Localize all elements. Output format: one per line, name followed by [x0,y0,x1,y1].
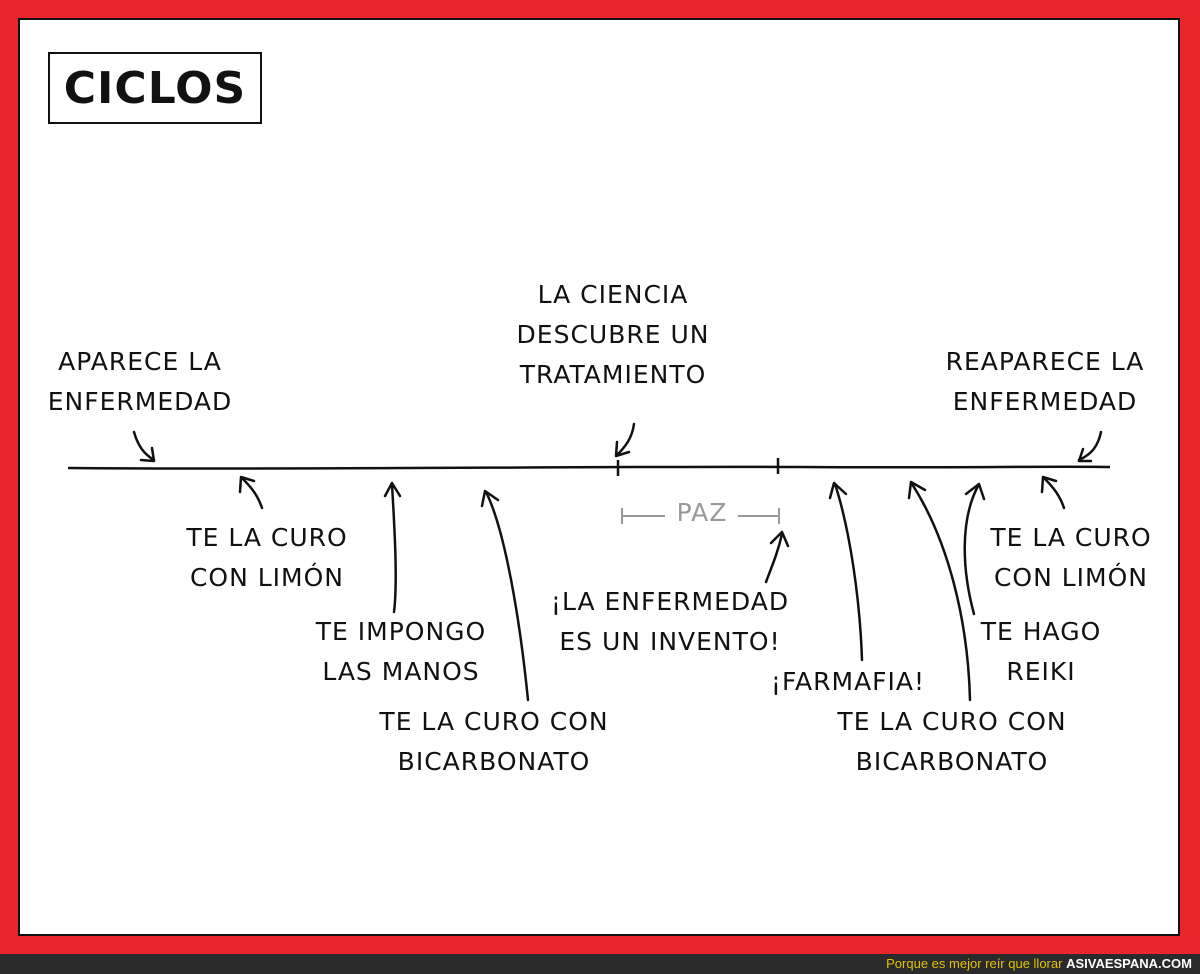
arrow-science [614,422,636,458]
arrow-start [132,430,156,463]
arrow-limon-1 [238,475,264,510]
label-manos: TE IMPONGO LAS MANOS [306,612,496,692]
label-line: CON LIMÓN [993,563,1149,592]
label-line: TRATAMIENTO [519,360,707,389]
label-line: TE LA CURO [990,523,1152,552]
label-line: REIKI [1006,657,1076,686]
label-line: ENFERMEDAD [952,387,1138,416]
comic-title: CICLOS [63,62,247,114]
label-line: TE LA CURO CON [837,707,1067,736]
peace-bracket [621,508,780,524]
label-line: APARECE LA [58,347,222,376]
label-reappears: REAPARECE LA ENFERMEDAD [930,342,1160,422]
label-farmafia: ¡FARMAFIA! [756,662,940,702]
timeline-line [67,465,1111,470]
label-line: ES UN INVENTO! [559,627,781,656]
label-line: TE LA CURO CON [379,707,609,736]
arrow-bicarbonato-1 [480,489,530,702]
comic-panel [18,18,1180,936]
label-line: REAPARECE LA [945,347,1145,376]
label-line: CON LIMÓN [189,563,345,592]
label-limon-1: TE LA CURO CON LIMÓN [172,518,362,598]
arrow-end [1077,430,1103,463]
title-box: CICLOS [48,52,262,124]
arrow-reiki [963,482,986,616]
label-line: LAS MANOS [322,657,480,686]
arrow-farmafia [828,481,864,662]
arrow-manos [383,481,402,614]
peace-label: PAZ [676,498,728,527]
label-bicarbonato-2: TE LA CURO CON BICARBONATO [824,702,1080,782]
label-line: DESCUBRE UN [516,320,710,349]
label-line: LA CIENCIA [537,280,689,309]
label-line: TE IMPONGO [315,617,487,646]
label-line: TE HAGO [980,617,1102,646]
footer-tagline: Porque es mejor reír que llorar [886,956,1063,971]
label-line: ¡FARMAFIA! [770,667,926,696]
label-line: BICARBONATO [855,747,1049,776]
arrow-limon-2 [1040,475,1066,510]
label-reiki: TE HAGO REIKI [966,612,1116,692]
label-line: ¡LA ENFERMEDAD [550,587,790,616]
arrow-bicarbonato-2 [907,480,972,702]
label-line: ENFERMEDAD [47,387,233,416]
footer-site-link[interactable]: ASIVAESPANA.COM [1066,956,1192,971]
label-line: BICARBONATO [397,747,591,776]
label-bicarbonato-1: TE LA CURO CON BICARBONATO [366,702,622,782]
label-line: TE LA CURO [186,523,348,552]
footer-strip: Porque es mejor reír que llorar ASIVAESP… [0,954,1200,974]
label-science: LA CIENCIA DESCUBRE UN TRATAMIENTO [500,275,726,395]
timeline-drawing [67,422,1111,702]
label-limon-2: TE LA CURO CON LIMÓN [976,518,1166,598]
arrow-invento [764,530,790,584]
label-invento: ¡LA ENFERMEDAD ES UN INVENTO! [540,582,800,662]
label-appears: APARECE LA ENFERMEDAD [40,342,240,422]
